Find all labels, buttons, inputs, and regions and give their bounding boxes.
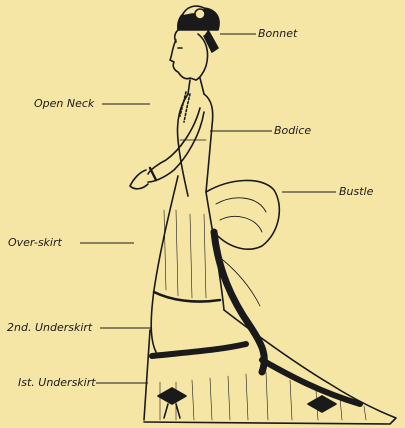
over-skirt-drawing [151,176,224,352]
label-first-underskirt: Ist. Underskirt [18,377,96,389]
label-bonnet: Bonnet [258,28,297,40]
label-bustle: Bustle [339,186,373,198]
bodice-drawing [177,94,212,196]
label-over-skirt: Over-skirt [8,237,62,249]
head-drawing [170,30,208,80]
label-open-neck: Open Neck [34,98,94,110]
underskirt-drawing [144,310,396,424]
label-bodice: Bodice [274,125,311,137]
arms-drawing [130,108,204,189]
bonnet-drawing [178,6,219,52]
label-second-underskirt: 2nd. Underskirt [7,322,92,334]
